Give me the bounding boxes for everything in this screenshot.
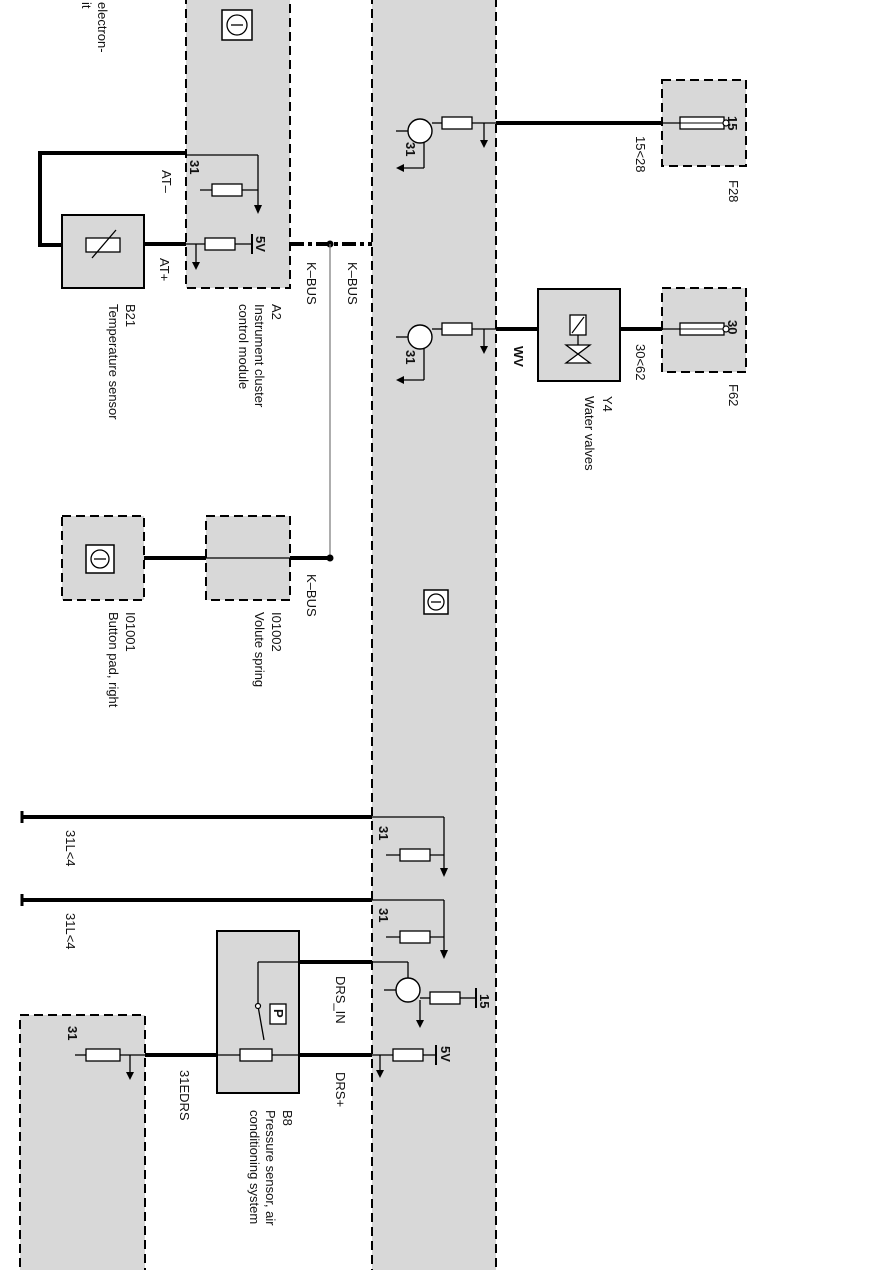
label-drs-in: DRS_IN (333, 976, 348, 1024)
variable-resistor-icon (239, 1048, 273, 1062)
resistor-icon (392, 1048, 424, 1062)
label-kbus-i01002: K–BUS (304, 574, 319, 617)
label-wire-31edrs: 31EDRS (177, 1070, 192, 1121)
ground-icon (254, 205, 262, 214)
solenoid-valve-icon (564, 314, 592, 364)
label-wv: WV (511, 346, 526, 367)
left-module-partial (19, 1014, 146, 1270)
wire-at-minus (38, 151, 186, 247)
transistor-icon (395, 977, 421, 1003)
module-symbol-icon (423, 589, 449, 615)
label-kbus-a2: K–BUS (304, 262, 319, 305)
label-pin-31-ground1: 31 (376, 826, 391, 840)
resistor-icon (441, 322, 473, 336)
ground-icon (192, 262, 200, 270)
label-f28-code: F28 (726, 180, 741, 202)
i01001-code: I01001 (123, 612, 138, 652)
ground-icon (480, 140, 488, 148)
label-pin-31-left: 31 (65, 1026, 80, 1040)
b21-name: Temperature sensor (106, 304, 121, 420)
i01001-name: Button pad, right (106, 612, 121, 708)
i01002-code: I01002 (269, 612, 284, 652)
label-f62-wire: 30<62 (633, 344, 648, 381)
label-f28-pin: 15 (725, 116, 740, 130)
a2-code: A2 (269, 304, 284, 320)
resistor-icon (211, 183, 243, 197)
label-pin-31-f28: 31 (403, 142, 418, 156)
fuse-icon (679, 322, 730, 336)
resistor-icon (441, 116, 473, 130)
label-f62-code: F62 (726, 384, 741, 406)
label-wire-31l-2: 31L<4 (63, 913, 78, 950)
a2-name-line1: Instrument cluster (252, 304, 267, 408)
label-top-left-frag1: electron- (95, 2, 110, 53)
b8-name-line1: Pressure sensor, air (263, 1110, 278, 1226)
label-f62-pin: 30 (725, 320, 740, 334)
y4-name: Water valves (582, 396, 597, 471)
label-5v-a2: 5V (253, 236, 268, 252)
label-drs-plus: DRS+ (333, 1072, 348, 1107)
ground-icon (126, 1072, 134, 1080)
module-symbol-icon (221, 9, 253, 41)
b8-code: B8 (280, 1110, 295, 1126)
transistor-icon (407, 324, 433, 350)
ground-icon (416, 1020, 424, 1028)
a2-name-line2: control module (236, 304, 251, 389)
module-symbol-icon (85, 544, 115, 574)
label-at-plus: AT+ (157, 258, 172, 281)
label-pin-31-a2: 31 (187, 160, 202, 174)
fuse-icon (679, 116, 730, 130)
resistor-icon (399, 930, 431, 944)
i01002-name: Volute spring (252, 612, 267, 687)
ground-icon (440, 868, 448, 877)
label-p-symbol: P (271, 1009, 286, 1018)
resistor-icon (429, 991, 461, 1005)
transistor-icon (407, 118, 433, 144)
label-wire-31l-1: 31L<4 (63, 830, 78, 867)
resistor-icon (204, 237, 236, 251)
label-pin-5v-drs: 5V (438, 1046, 453, 1062)
a2-instrument-cluster (185, 0, 291, 289)
resistor-icon (85, 1048, 121, 1062)
y4-code: Y4 (600, 396, 615, 412)
label-pin-15-drs: 15 (477, 994, 492, 1008)
main-control-module (371, 0, 497, 1270)
label-pin-31-y4: 31 (403, 350, 418, 364)
resistor-icon (399, 848, 431, 862)
ground-icon (376, 1070, 384, 1078)
ground-icon (480, 346, 488, 354)
label-at-minus: AT– (159, 170, 174, 194)
b8-name-line2: conditioning system (247, 1110, 262, 1224)
variable-resistor-icon (85, 229, 121, 259)
label-kbus-main: K–BUS (345, 262, 360, 305)
ground-icon (440, 950, 448, 959)
label-top-left-frag2: it (79, 2, 94, 9)
label-pin-31-ground2: 31 (376, 908, 391, 922)
label-f28-wire: 15<28 (633, 136, 648, 173)
b21-code: B21 (123, 304, 138, 327)
